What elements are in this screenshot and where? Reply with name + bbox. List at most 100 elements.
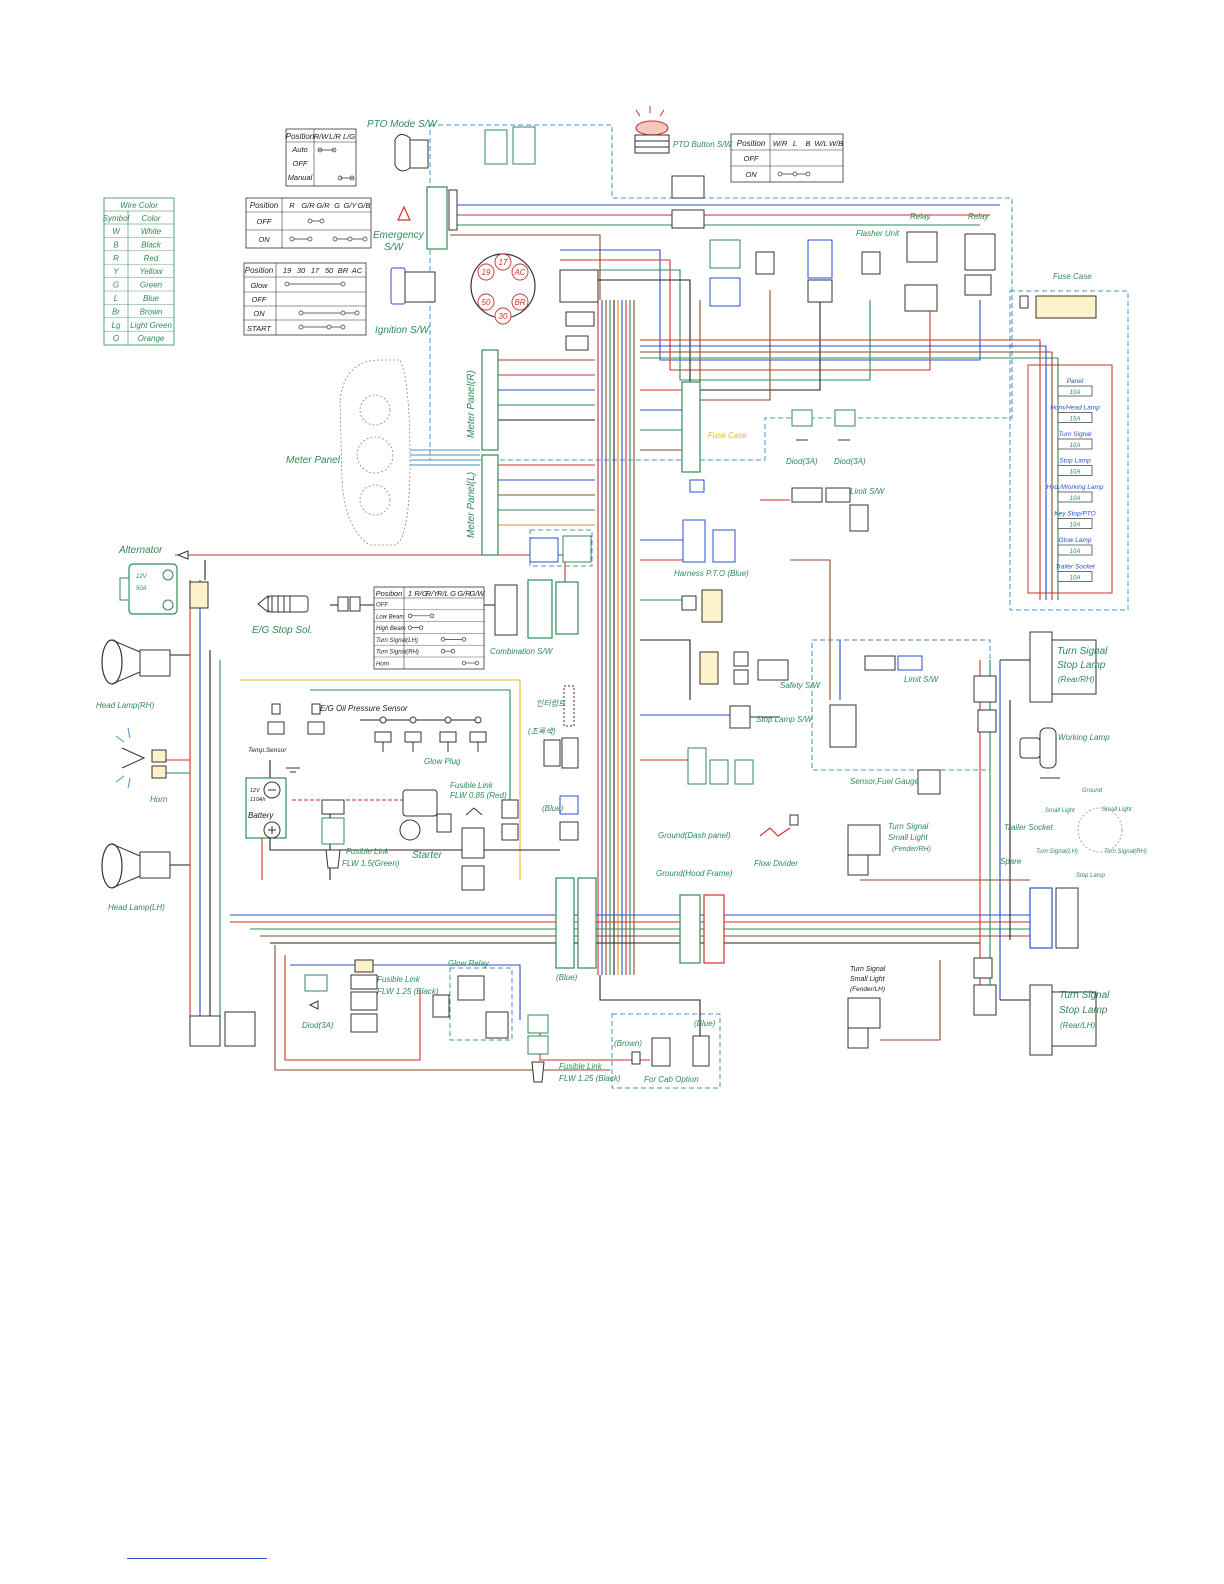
label-working-lamp: Working Lamp	[1058, 733, 1110, 742]
ignition-header-ac: AC	[351, 266, 363, 275]
starter	[399, 789, 452, 841]
fuse-name: Key Stop/PTO	[1054, 511, 1095, 518]
label-turn-lh: Turn Signal(LH)	[1036, 849, 1078, 855]
fuse-name: Turn Signal	[1059, 431, 1092, 438]
turn-signal-rear-rh	[973, 631, 1097, 733]
label-ground-dash: Ground(Dash panel)	[658, 831, 731, 840]
emergency-header-gb: G/B	[358, 201, 371, 210]
ignition-terminal	[477, 293, 495, 311]
meter-panel-connectors	[481, 349, 705, 556]
label-relay-1: Relay	[910, 212, 931, 221]
glow-plug-body	[469, 731, 487, 743]
eg-stop-solenoid	[257, 594, 361, 614]
pto-mode-header-position: Position	[286, 132, 315, 141]
label-head-lamp-rh: Head Lamp(RH)	[96, 701, 155, 710]
label-limit-sw-2: Limit S/W	[904, 675, 940, 684]
fuse-name: Panel	[1067, 378, 1084, 385]
label-fusible-125-b2: FLW 1.25 (Black)	[559, 1074, 621, 1083]
ignition-terminal-label: 19	[482, 268, 491, 277]
combination-header-position: Position	[376, 589, 403, 598]
pto-mode-switch	[394, 126, 536, 172]
horn	[115, 727, 167, 789]
emergency-row-off: OFF	[257, 217, 272, 226]
ignition-terminal	[511, 293, 529, 311]
label-ts-fender-lh-2: Small Light	[850, 976, 886, 983]
pto-mode-row-auto: Auto	[291, 145, 307, 154]
label-diod-bottom: Diod(3A)	[302, 1021, 334, 1030]
fuse-rating: 10A	[1070, 443, 1081, 449]
wire-color-name: Brown	[140, 307, 163, 316]
label-trailer-socket: Trailer Socket	[1004, 823, 1054, 832]
emergency-header-position: Position	[250, 201, 279, 210]
component-labels: PTO Mode S/W PTO Button S/W Emergency S/…	[96, 119, 1147, 1084]
label-flasher: Flasher Unit	[856, 229, 900, 238]
label-glow-plug: Glow Plug	[424, 757, 461, 766]
lower-junction-blocks	[555, 877, 725, 969]
fuse-rating: 10A	[1070, 390, 1081, 396]
fuse-box	[1057, 438, 1093, 450]
fuse-name: Trailer Socket	[1055, 564, 1096, 571]
footer-rule	[127, 1558, 267, 1559]
ignition-terminal	[494, 307, 512, 325]
meter-cluster	[339, 359, 411, 546]
head-lamp-rh	[101, 639, 171, 685]
combination-header-1: 1	[408, 589, 412, 598]
ignition-header-50: 50	[325, 266, 334, 275]
ignition-terminal-label: 30	[499, 312, 508, 321]
label-ground-tag: Ground	[1082, 788, 1103, 794]
combination-contact	[440, 637, 446, 642]
bottom-components	[189, 959, 710, 1083]
combination-row-label: High Beam	[376, 626, 406, 632]
label-combination-sw: Combination S/W	[490, 647, 554, 656]
ignition-terminal	[511, 263, 529, 281]
label-temp-sensor: Temp.Sensor	[248, 747, 287, 754]
ignition-table: Position 19 30 17 50 BR AC Glow OFF ON S…	[243, 262, 367, 336]
ignition-header-position: Position	[245, 266, 274, 275]
label-diod-2: Diod(3A)	[834, 457, 866, 466]
label-glow-relay: Glow Relay	[448, 959, 490, 968]
combination-contact	[418, 625, 424, 630]
fuse-box	[1057, 385, 1093, 397]
ignition-row-glow: Glow	[250, 281, 268, 290]
wire-color-name: Light Green	[130, 321, 172, 330]
label-ts-fender-rh-3: (Fender/RH)	[892, 846, 931, 853]
glow-plug-terminal	[409, 716, 417, 724]
label-brown: (Brown)	[614, 1039, 642, 1048]
wire-color-header-color: Color	[141, 214, 160, 223]
wire-color-symbol: Lg	[112, 321, 121, 330]
label-alternator: Alternator	[118, 545, 163, 556]
label-pto-mode: PTO Mode S/W	[367, 119, 438, 130]
fuse-box	[1057, 412, 1093, 423]
label-ground-hood: Ground(Hood Frame)	[656, 869, 733, 878]
label-alternator-12v: 12V	[136, 574, 148, 580]
fuse-name: Glow Lamp	[1059, 537, 1092, 544]
label-blue-3: (Blue)	[542, 804, 564, 813]
turn-signal-fender-rh	[847, 824, 881, 876]
label-small-light-2: Small Light	[1102, 807, 1132, 813]
fuse-box	[1057, 571, 1093, 582]
relay-block	[709, 231, 996, 312]
engine-sensors	[267, 703, 487, 773]
combination-contact	[474, 660, 480, 666]
interrupt-connectors	[543, 685, 579, 841]
fuse-name: Horn/Head Lamp	[1050, 405, 1100, 412]
limit-switch-2	[829, 655, 941, 795]
combination-row-label: Turn Signal(LH)	[376, 638, 418, 644]
label-fusible-15: Fusible Link	[346, 847, 390, 856]
label-fusible-085: Fusible Link	[450, 781, 494, 790]
label-stop-lamp: Stop Lamp	[1076, 873, 1106, 879]
ignition-header-30: 30	[297, 266, 306, 275]
label-horn: Horn	[150, 795, 168, 804]
pto-button-header-b: B	[805, 139, 810, 148]
combination-contact	[450, 649, 456, 654]
label-sensor-fuel: Sensor,Fuel Gauge	[850, 777, 919, 786]
emergency-table: Position R G/R G/R G G/Y G/B OFF ON	[245, 197, 372, 249]
label-ts-rear-lh-2: Stop Lamp	[1059, 1005, 1108, 1016]
label-korean-2: (조록색)	[528, 727, 556, 736]
pto-button-table: Position W/R L B W/L W/B OFF ON	[730, 133, 844, 183]
ignition-row-on: ON	[253, 309, 265, 318]
combination-contact	[440, 649, 446, 654]
wire-color-name: Blue	[143, 294, 160, 303]
